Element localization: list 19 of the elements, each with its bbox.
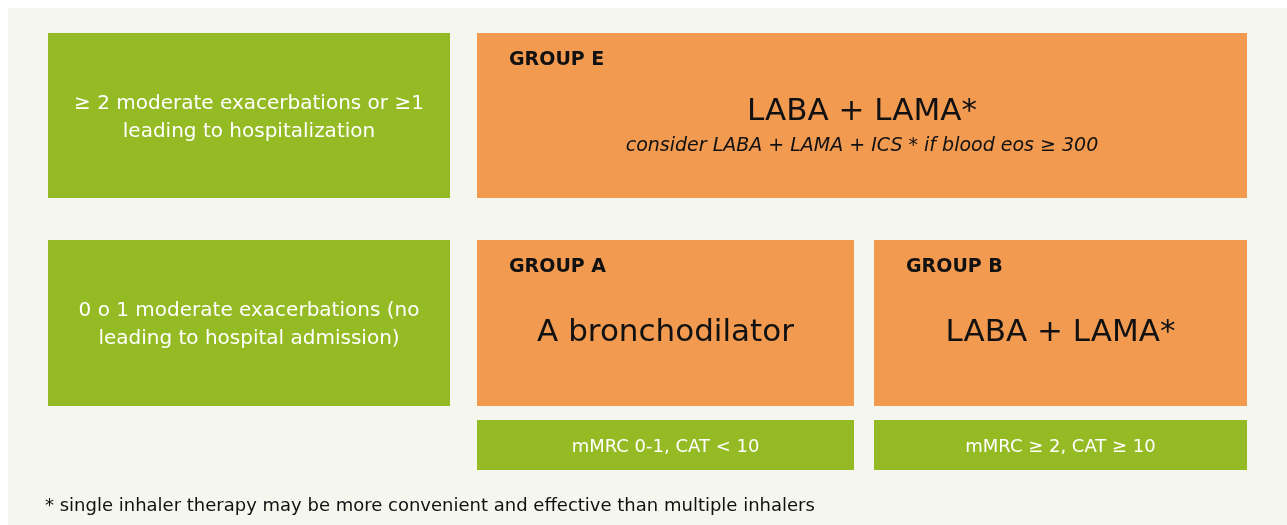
treatment-box	[477, 240, 854, 406]
group-heading: GROUP A	[509, 254, 607, 276]
treatment-text: A bronchodilator	[537, 312, 794, 348]
treatment-box	[874, 240, 1247, 406]
criteria-text: mMRC ≥ 2, CAT ≥ 10	[965, 434, 1156, 456]
criteria-box	[48, 33, 450, 198]
symptom-box	[477, 420, 854, 470]
treatment-box	[477, 33, 1247, 198]
criteria-text: mMRC 0-1, CAT < 10	[571, 434, 760, 456]
group-heading: GROUP B	[906, 254, 1003, 276]
criteria-text: ≥ 2 moderate exacerbations or ≥1 leading to hospitalization	[73, 88, 425, 144]
criteria-text: 0 o 1 moderate exacerbations (no leading to hospital admission)	[77, 296, 421, 351]
group-heading: GROUP E	[509, 47, 605, 69]
criteria-box	[48, 240, 450, 406]
treatment-text: LABA + LAMA*	[747, 90, 977, 127]
footnote-text: * single inhaler therapy may be more convenient and effective than multiple inhalers	[45, 494, 815, 515]
note-text: consider LABA + LAMA + ICS * if blood eos ≥ 300	[625, 132, 1099, 155]
treatment-text: LABA + LAMA*	[945, 312, 1176, 348]
symptom-box	[874, 420, 1247, 470]
